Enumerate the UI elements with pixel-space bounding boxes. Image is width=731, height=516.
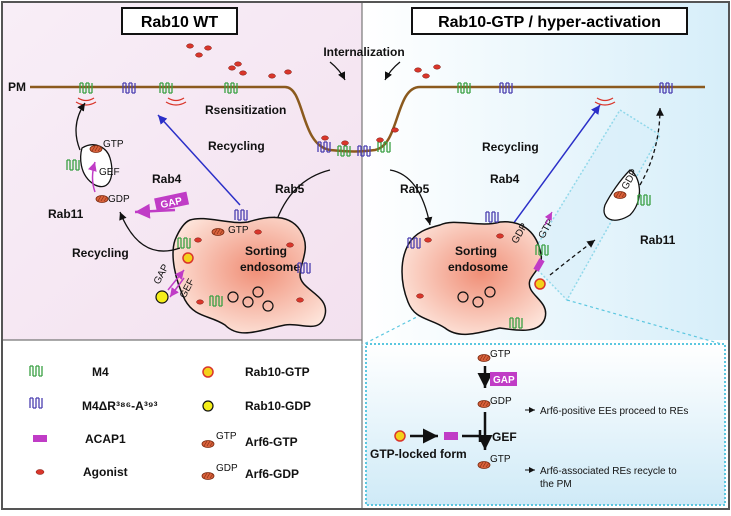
rab4-label-left: Rab4 [152, 172, 182, 186]
inset-gdp-label: GDP [490, 396, 512, 407]
left-title-box [121, 7, 238, 35]
legend-m4-mutant-icon [29, 397, 43, 409]
right-title-box [411, 7, 688, 35]
legend-acap1: ACAP1 [85, 432, 126, 446]
legend-m4-mutant: M4ΔR³⁸⁶-A³⁹³ [82, 399, 158, 413]
arf6-gtp-icon-endo [211, 228, 225, 236]
legend-rab10-gdp: Rab10-GDP [245, 399, 311, 413]
legend-arf6-gtp: Arf6-GTP [245, 435, 298, 449]
legend-agonist-icon [35, 469, 45, 475]
endo-to-rab11-arrow-left [119, 211, 181, 252]
legend-rab10-gtp-icon [202, 366, 214, 378]
gap-arrow-rab10 [169, 277, 185, 298]
left-gdp-label: GDP [108, 194, 130, 205]
inset-arf6-gtp-icon-2 [477, 461, 491, 469]
rab10-gtp-tubule [534, 278, 546, 290]
legend-acap1-icon [33, 435, 47, 442]
sorting-label-left: Sorting [245, 244, 287, 258]
rab11-label-right: Rab11 [640, 233, 676, 247]
legend-arf6-gtp-icon [201, 440, 215, 448]
sorting-label-right: Sorting [455, 244, 497, 258]
rab11-to-pm-arrow-right [639, 107, 664, 186]
gap-arrow-left [134, 203, 176, 219]
rab5-arrow-left [273, 169, 331, 226]
rab11-label-left: Rab11 [48, 207, 84, 221]
legend-m4-icon [29, 365, 43, 377]
agonist-endo-left [194, 229, 304, 305]
inset-gap-label: GAP [493, 375, 515, 386]
rab5-label-right: Rab5 [400, 182, 430, 196]
left-gtp-label: GTP [103, 139, 124, 150]
arf6-gdp-icon-right [613, 191, 627, 199]
left-panel-title: Rab10 WT [141, 14, 219, 31]
rab11-to-pm-arrow-left [75, 102, 86, 151]
inset-gef-label: GEF [492, 430, 517, 444]
inset-gtp-top: GTP [490, 349, 511, 360]
inset-note1: Arf6-positive EEs proceed to REs [540, 406, 688, 417]
tubule-to-rab11-arrow [549, 239, 596, 276]
internalization-arrow-right [384, 61, 401, 81]
gap-box-left [154, 191, 190, 212]
legend-arf6-gtp-sup: GTP [216, 431, 237, 442]
recycling-label-right: Recycling [482, 140, 539, 154]
agonist-pit [321, 127, 399, 146]
intraluminal-vesicles-right [457, 286, 496, 308]
plasma-membrane [30, 85, 705, 153]
rab10-gtp-endo [182, 252, 194, 264]
sorting-endosome-right [401, 221, 547, 336]
inset-acap1-icon [444, 432, 458, 440]
intraluminal-vesicles-left [227, 286, 274, 312]
inset-arf6-gdp-icon [477, 400, 491, 408]
pm-label: PM [8, 80, 26, 94]
signal-arcs [75, 97, 616, 106]
tubule-highlight [527, 108, 662, 302]
rab10-gdp-cytosol [155, 290, 169, 304]
legend-agonist: Agonist [83, 465, 128, 479]
inset-rab10-gtp-icon [394, 430, 406, 442]
arf6-gdp-icon [95, 195, 109, 203]
inset-gtp-bottom: GTP [490, 454, 511, 465]
left-gef-label: GEF [99, 167, 120, 178]
agonist-cluster-top [186, 43, 441, 79]
recycling-label-left-bottom: Recycling [72, 246, 129, 260]
rab5-arrow-right [389, 169, 433, 226]
gtp-arrow-right [544, 211, 553, 226]
rab4-label-right: Rab4 [490, 172, 520, 186]
internalization-label: Internalization [323, 45, 404, 59]
inset-arf6-gtp-icon [477, 354, 491, 362]
legend-arf6-gdp-icon [201, 472, 215, 480]
inset-inhibit-bar [462, 430, 482, 442]
internalization-arrow-left [329, 61, 346, 81]
legend-rab10-gtp: Rab10-GTP [245, 365, 310, 379]
endosome-label-right: endosome [448, 260, 508, 274]
gap-label-left: GAP [160, 196, 184, 211]
recycling-label-left-top: Recycling [208, 139, 265, 153]
arf6-gtp-icon [89, 145, 103, 153]
inset-box [365, 343, 726, 506]
inset-note2-line1: Arf6-associated REs recycle to [540, 466, 677, 477]
inset-gtp-locked: GTP-locked form [370, 447, 467, 461]
gef-arrow-rab10 [167, 269, 185, 291]
right-panel-title: Rab10-GTP / hyper-activation [438, 14, 661, 31]
endosome-label-left: endosome [240, 260, 300, 274]
legend-arf6-gdp: Arf6-GDP [245, 467, 299, 481]
rab4-recycling-arrow-left [157, 114, 241, 206]
legend-rab10-gdp-icon [202, 400, 214, 412]
acap1-tubule [533, 258, 545, 272]
endo-gtp-label: GTP [228, 225, 249, 236]
rab4-recycling-arrow-right [504, 104, 601, 236]
rab5-label-left: Rab5 [275, 182, 305, 196]
resensitization-label: Rsensitization [205, 103, 286, 117]
gef-arrow-left [88, 161, 97, 193]
inset-gap-box [490, 372, 517, 386]
agonist-endo-right [416, 233, 504, 299]
legend-m4: M4 [92, 365, 109, 379]
inset-note2-line2: the PM [540, 479, 572, 490]
legend-arf6-gdp-sup: GDP [216, 463, 238, 474]
